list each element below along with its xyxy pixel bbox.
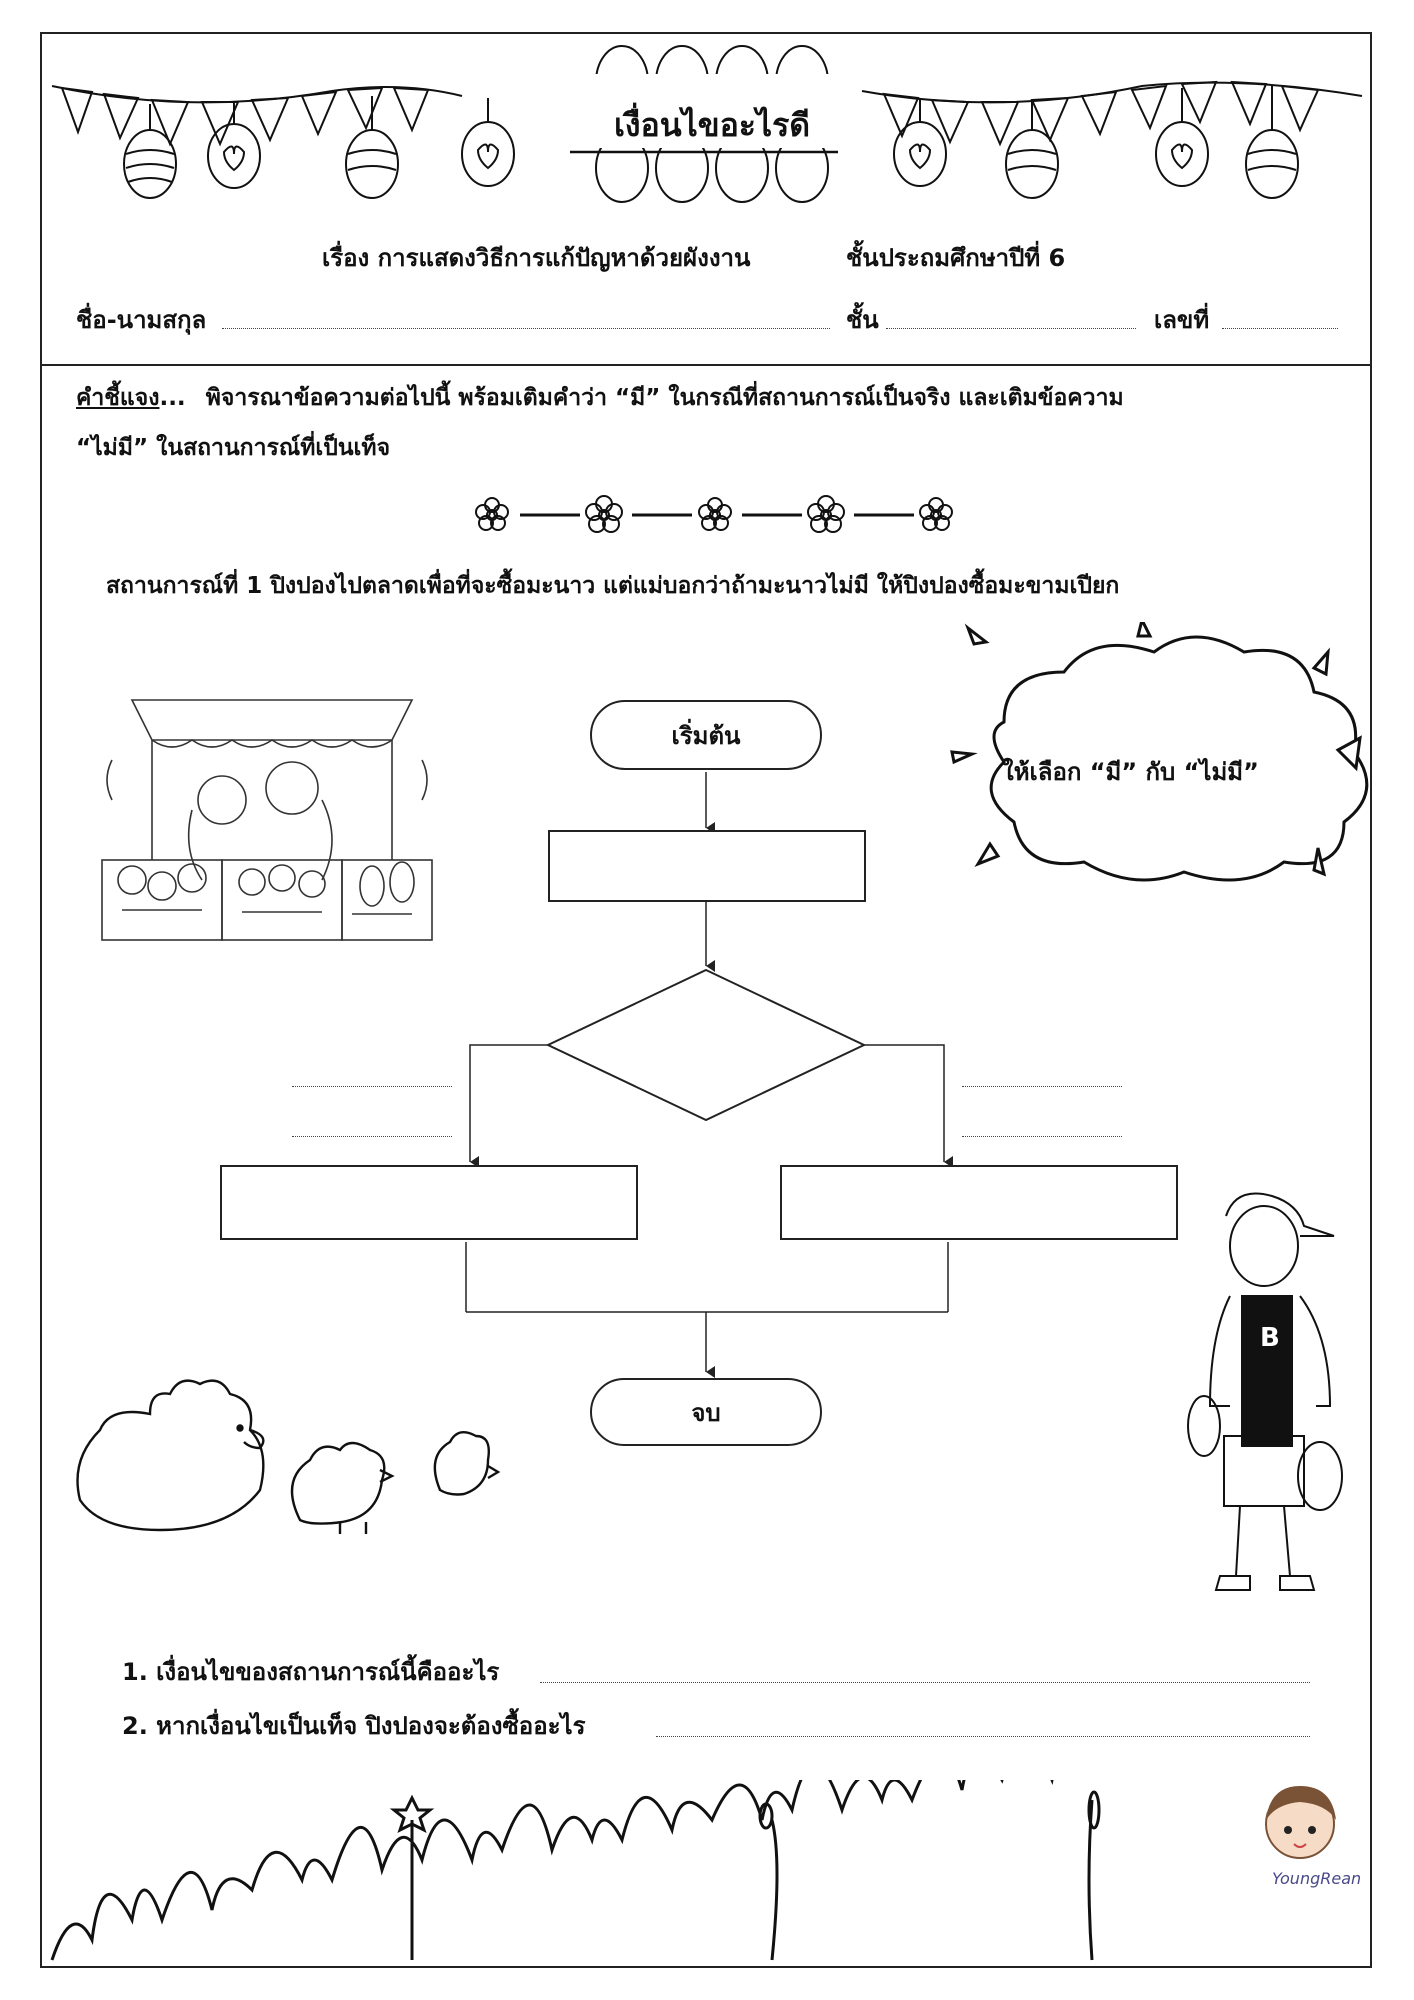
hint-cloud (950, 622, 1369, 882)
hint-text: ให้เลือก “มี” กับ “ไม่มี” (1002, 758, 1259, 786)
name-label: ชื่อ-นามสกุล (76, 306, 207, 334)
instructions-line1: คำชี้แจง... พิจารณาข้อความต่อไปนี้ พร้อม… (76, 380, 1124, 416)
boy-illustration: B (1187, 1192, 1343, 1591)
market-stall-illustration (101, 699, 433, 941)
instructions-label: คำชี้แจง (76, 385, 160, 411)
flowchart-start: เริ่มต้น (590, 700, 822, 770)
situation-text: สถานการณ์ที่ 1 ปิงปองไปตลาดเพื่อที่จะซื้… (106, 573, 1120, 599)
class-field[interactable] (886, 328, 1136, 329)
worksheet-frame (40, 32, 1372, 1968)
subject-text: เรื่อง การแสดงวิธีการแก้ปัญหาด้วยผังงาน (322, 244, 751, 272)
grass-decoration (50, 1780, 1101, 1961)
answer-2-line[interactable] (656, 1736, 1310, 1737)
flowchart-end: จบ (590, 1378, 822, 1446)
right-branch-line-2[interactable] (962, 1136, 1122, 1137)
class-label: ชั้น (846, 306, 879, 334)
left-branch-line-1[interactable] (292, 1086, 452, 1087)
grade-text: ชั้นประถมศึกษาปีที่ 6 (846, 244, 1066, 272)
instructions-text-2: “ไม่มี” ในสถานการณ์ที่เป็นเท็จ (76, 435, 391, 461)
name-field[interactable] (222, 328, 830, 329)
question-1: 1. เงื่อนไขของสถานการณ์นี้คืออะไร (122, 1658, 500, 1686)
flowchart-right-box[interactable] (780, 1165, 1178, 1240)
worksheet-title: เงื่อนไขอะไรดี (613, 106, 811, 144)
left-branch-line-2[interactable] (292, 1136, 452, 1137)
flowchart-left-box[interactable] (220, 1165, 638, 1240)
flowchart-process-box[interactable] (548, 830, 866, 902)
number-field[interactable] (1222, 328, 1338, 329)
chickens-illustration (76, 1379, 501, 1534)
decision-diamond (545, 968, 867, 1122)
answer-1-line[interactable] (540, 1682, 1310, 1683)
youngrean-avatar: YoungRean (1265, 1786, 1361, 1888)
question-2: 2. หากเงื่อนไขเป็นเท็จ ปิงปองจะต้องซื้ออ… (122, 1712, 586, 1740)
instructions-text-1: พิจารณาข้อความต่อไปนี้ พร้อมเติมคำว่า “ม… (205, 385, 1124, 411)
instructions-ellipsis: ... (159, 385, 186, 411)
header-divider (42, 364, 1370, 366)
flower-divider (475, 495, 953, 533)
svg-text:B: B (1260, 1323, 1280, 1353)
number-label: เลขที่ (1154, 306, 1210, 334)
bunting-decoration (51, 45, 1363, 203)
right-branch-line-1[interactable] (962, 1086, 1122, 1087)
watermark-text: YoungRean (1272, 1869, 1361, 1888)
